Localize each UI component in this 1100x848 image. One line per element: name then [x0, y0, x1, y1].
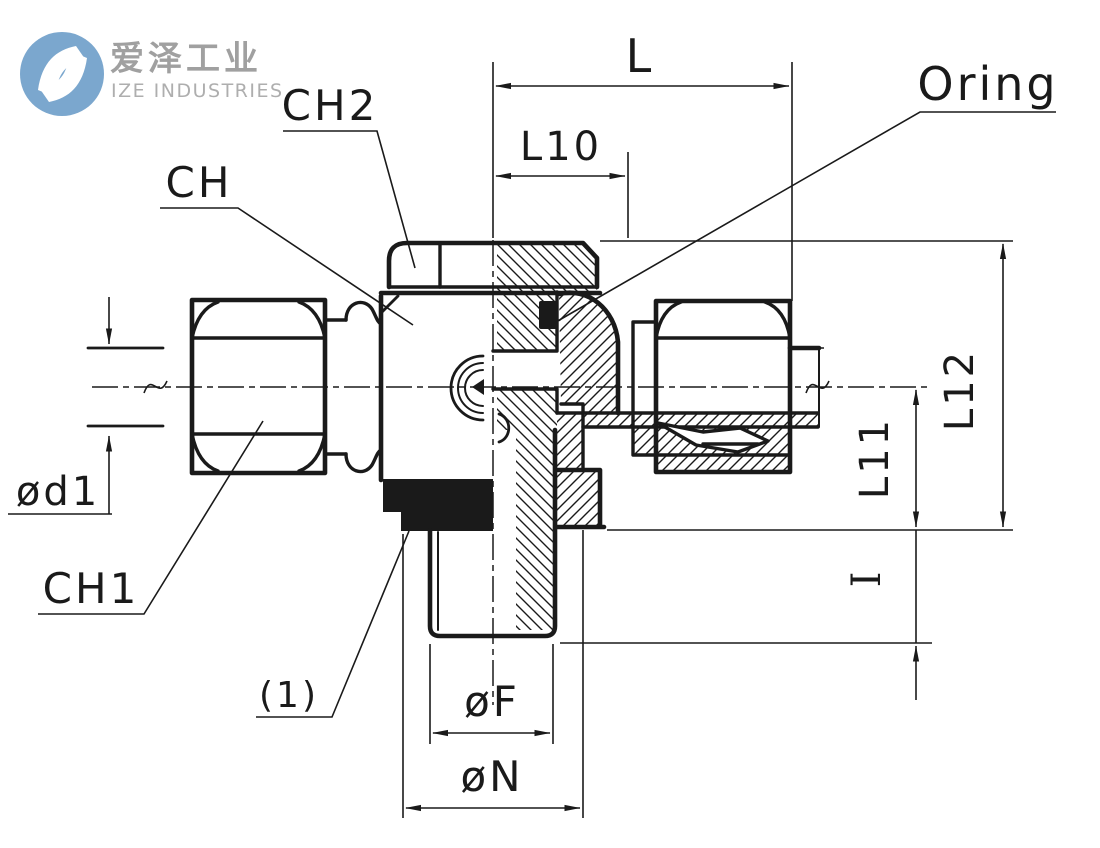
left-nut-outline	[189, 297, 328, 476]
swivel-eye-inner	[559, 402, 585, 415]
callouts: CH2 CH CH1 Oring (1)	[38, 57, 1058, 718]
top-nut-outline	[386, 240, 600, 290]
dimensions: L L10 L12 L11 I ød1 øF øN	[8, 29, 1013, 818]
dim-F-extensions	[429, 644, 554, 744]
callout-oring-leader	[548, 111, 1056, 327]
dim-d1-label: ød1	[16, 469, 100, 515]
right-tube-wall-edges	[555, 411, 820, 429]
stud-outline	[427, 427, 558, 639]
hatch-stud-wall	[516, 430, 553, 630]
ball-arc-inner	[464, 369, 484, 407]
ball-arc-outer	[449, 354, 485, 422]
dim-L10-label: L10	[520, 124, 602, 170]
dim-F-label: øF	[464, 677, 520, 726]
right-collar	[631, 320, 658, 457]
logo-mark-glyph-lower	[40, 51, 87, 102]
callout-CH-label: CH	[166, 158, 233, 207]
hatch-tube-wall	[583, 414, 818, 427]
sleeve-profile	[344, 300, 383, 474]
right-nut-facets	[654, 336, 792, 457]
fitting-outline	[86, 240, 830, 639]
callout-CH1-label: CH1	[43, 564, 140, 613]
logo-text-en: IZE INDUSTRIES	[111, 80, 284, 102]
dim-L12-label: L12	[937, 349, 983, 431]
logo-text-cn: 爱泽工业	[110, 39, 262, 79]
hatch-stem-top	[497, 243, 597, 351]
left-nut-chamfers	[190, 300, 327, 473]
dim-N-extensions	[402, 530, 584, 818]
left-tube	[86, 346, 165, 428]
ball-center-mark	[472, 379, 484, 395]
filled-parts	[383, 301, 558, 531]
dim-L12-extensions	[600, 240, 1013, 531]
dim-L-extensions	[492, 62, 793, 301]
right-nut-outline	[653, 298, 793, 475]
logo-mark-circle	[20, 32, 104, 116]
dim-L-label: L	[626, 29, 655, 83]
right-tube-break	[805, 380, 830, 394]
hatch-stem-mid	[497, 389, 557, 430]
sleeve-steps	[323, 318, 348, 456]
callout-CH1-leader	[38, 420, 264, 615]
callout-CH2-label: CH2	[282, 81, 379, 130]
hatch-right-collar	[634, 427, 656, 455]
hatch-swivel-eye	[559, 292, 618, 413]
left-nut-facets	[190, 336, 327, 436]
callout-item1-label: (1)	[259, 675, 319, 716]
dim-L11-label: L11	[852, 417, 898, 499]
oring-section	[539, 301, 558, 329]
centerlines	[92, 240, 930, 705]
dim-N-label: øN	[460, 752, 523, 801]
callout-item1-leader	[256, 530, 410, 718]
ball-arc-mid	[457, 362, 484, 414]
left-tube-break	[143, 380, 168, 394]
foot-outline	[554, 467, 607, 530]
callout-CH2-leader	[283, 130, 416, 269]
swivel-eye-outline	[556, 290, 621, 416]
seal-ring-section	[383, 479, 493, 531]
ball-hook	[497, 412, 511, 444]
callout-CH-leader	[160, 207, 414, 326]
body-chamfer	[379, 294, 400, 315]
right-nut-chamfers	[654, 300, 792, 340]
dim-I-label: I	[844, 569, 890, 588]
callout-oring-label: Oring	[917, 57, 1058, 111]
brand-logo: 爱泽工业 IZE INDUSTRIES	[20, 32, 284, 116]
